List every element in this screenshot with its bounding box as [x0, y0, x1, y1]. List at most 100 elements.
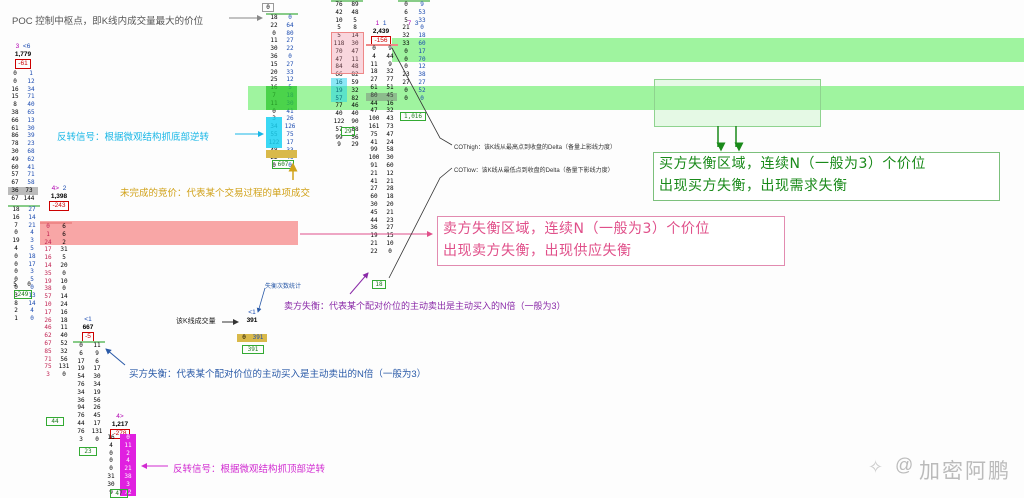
fp2-bid-cell-5: 4: [14, 244, 18, 252]
cot-high-line: [391, 47, 453, 146]
fp5-ask-cell-3: 4: [126, 457, 130, 465]
fp3-bid-cell-0: 0: [46, 223, 50, 230]
fp5-ask-cell-5: 38: [124, 472, 132, 480]
reversal-top-label: 反转信号：根据微观结构抓顶部逆转: [173, 464, 326, 475]
fp1-ask-cell-12: 41: [27, 163, 35, 171]
fp4-bid-cell-10: 44: [77, 419, 85, 427]
fp3-bid-cell-12: 26: [44, 316, 52, 324]
fp9-ask-cell-7: 16: [386, 99, 394, 107]
fp1-ask-cell-9: 23: [27, 140, 35, 148]
fp4-volume: 667: [82, 324, 94, 331]
fp7-ask-cell-6: 27: [286, 60, 294, 68]
fp9-bid-cell-19: 60: [370, 193, 378, 201]
fp8-bid-cell-13: 77: [335, 102, 343, 110]
fp8-ask-cell-13: 46: [351, 102, 359, 110]
fp2-total: 249: [14, 290, 32, 299]
sell-zone-line-2: 出现卖方失衡，出现供应失衡: [443, 243, 632, 259]
fp3-bid-cell-19: 3: [46, 371, 50, 379]
fp3-ask-cell-15: 52: [60, 339, 68, 347]
fp1-bid-cell-14: 67: [11, 179, 19, 187]
fp4-ask-cell-7: 56: [93, 396, 101, 404]
fp3-ask-cell-16: 32: [60, 347, 68, 355]
fp7-ask-cell-4: 22: [286, 45, 294, 53]
fp1-bid-cell-11: 49: [11, 155, 19, 163]
fp10-ask-cell-2: 33: [418, 16, 426, 24]
fp3-bid-cell-10: 10: [44, 300, 52, 308]
fp8-pink-block: [331, 32, 364, 74]
fp9-bid-cell-9: 100: [368, 115, 380, 123]
fp5-bid-cell-5: 31: [107, 472, 115, 480]
fp3-bid-cell-15: 67: [44, 339, 52, 347]
fp2-ask-cell-10: 0: [30, 283, 34, 291]
cot-low-label: COTlow：该K线从最低点到收盘的Delta（备量下影线力度）: [454, 168, 614, 174]
fp2-bid-cell-12: 8: [14, 299, 18, 307]
fp10-bid-cell-8: 0: [404, 63, 408, 71]
fp9-ask-cell-18: 28: [386, 185, 394, 193]
fp7-green-block: [266, 86, 297, 110]
fp4-ask-cell-5: 34: [93, 380, 101, 388]
fp9-ask-cell-15: 60: [386, 161, 394, 169]
fp1-ask-cell-7: 30: [27, 124, 35, 132]
fp1-bid-cell-8: 86: [11, 132, 19, 140]
fp7-ask-cell-5: 0: [288, 52, 292, 60]
fp4-h1: <1: [84, 316, 92, 323]
fp9-ask-cell-13: 58: [386, 146, 394, 154]
fp3-bid-cell-11: 17: [44, 308, 52, 316]
fp1-bid-cell-9: 78: [11, 140, 19, 148]
fp10-bid-cell-3: 21: [402, 24, 410, 32]
fp4-bid-cell-1: 6: [79, 349, 83, 357]
fp7-ask-cell-1: 64: [286, 21, 294, 29]
fp3-ask-cell-14: 40: [60, 332, 68, 340]
fp8-bid-cell-7: 47: [335, 55, 343, 63]
fp2-ask-cell-5: 5: [30, 244, 34, 252]
fp9-ask-cell-10: 73: [386, 122, 394, 130]
buy-zone-text-box: [653, 152, 1000, 201]
fp9-h1: 1: [375, 20, 380, 27]
fp4-bid-cell-3: 19: [77, 365, 85, 373]
fp4-total: 23: [79, 447, 97, 456]
fp1-bid-cell-1: 0: [13, 77, 17, 85]
fp10-bid-cell-6: 0: [404, 47, 408, 55]
fp4-ask-cell-2: 6: [95, 357, 99, 365]
fp9-bid-cell-16: 21: [370, 169, 378, 177]
fp5-bid-cell-3: 0: [109, 457, 113, 465]
fp10-bid-cell-10: 27: [402, 78, 410, 86]
fp3-ask-cell-7: 10: [60, 277, 68, 285]
fp1-ask-cell-10: 68: [27, 147, 35, 155]
fp3-bid-cell-5: 14: [44, 261, 52, 269]
fp4-bid-cell-4: 54: [77, 373, 85, 381]
fp7-ask-cell-8: 12: [286, 76, 294, 84]
fp9-bid-cell-21: 45: [370, 208, 378, 216]
fp2-bid-cell-6: 0: [14, 252, 18, 260]
buy-imbalance-band-mid: [248, 86, 1024, 110]
watermark-icon: ✧: [868, 457, 884, 477]
fp1-bid-cell-13: 57: [11, 171, 19, 179]
fp5-ask-cell-1: 11: [124, 441, 132, 449]
fp9-ask-cell-1: 44: [386, 52, 394, 60]
fp4-ask-cell-12: 0: [95, 435, 99, 443]
incomplete-auction-label: 未完成的竞价：代表某个交易过程的单项成交: [120, 188, 311, 199]
fp8-bid-cell-16: 57: [335, 125, 343, 133]
fp9-bid-cell-17: 41: [370, 177, 378, 185]
fp1-bid-cell-0: 0: [13, 70, 17, 77]
fp7-bid-cell-5: 36: [270, 52, 278, 60]
fp8-ask-cell-18: 29: [351, 141, 359, 149]
fp3-ask-cell-18: 131: [58, 363, 70, 371]
fp9-bid-cell-15: 91: [370, 161, 378, 169]
fp3-ask-cell-10: 24: [60, 300, 68, 308]
fp2-ask-cell-8: 3: [30, 268, 34, 276]
fp9-total: 18: [372, 280, 386, 289]
fp5-ask-cell-0: 0: [126, 434, 130, 441]
fp8-bid-cell-8: 84: [335, 63, 343, 71]
fp8-bid-cell-17: 99: [335, 133, 343, 141]
fp9-bid-cell-1: 4: [372, 52, 376, 60]
fp7-bid-cell-19: 0: [272, 162, 276, 170]
fp3-total: 44: [46, 417, 64, 426]
fp3-ask-cell-17: 56: [60, 355, 68, 363]
cot-high-label: COThigh：该K线从最高点到收盘的Delta（备量上影线力度）: [454, 145, 617, 151]
fp10-header: 7 3: [398, 20, 428, 28]
fp2-bid-cell-7: 0: [14, 260, 18, 268]
